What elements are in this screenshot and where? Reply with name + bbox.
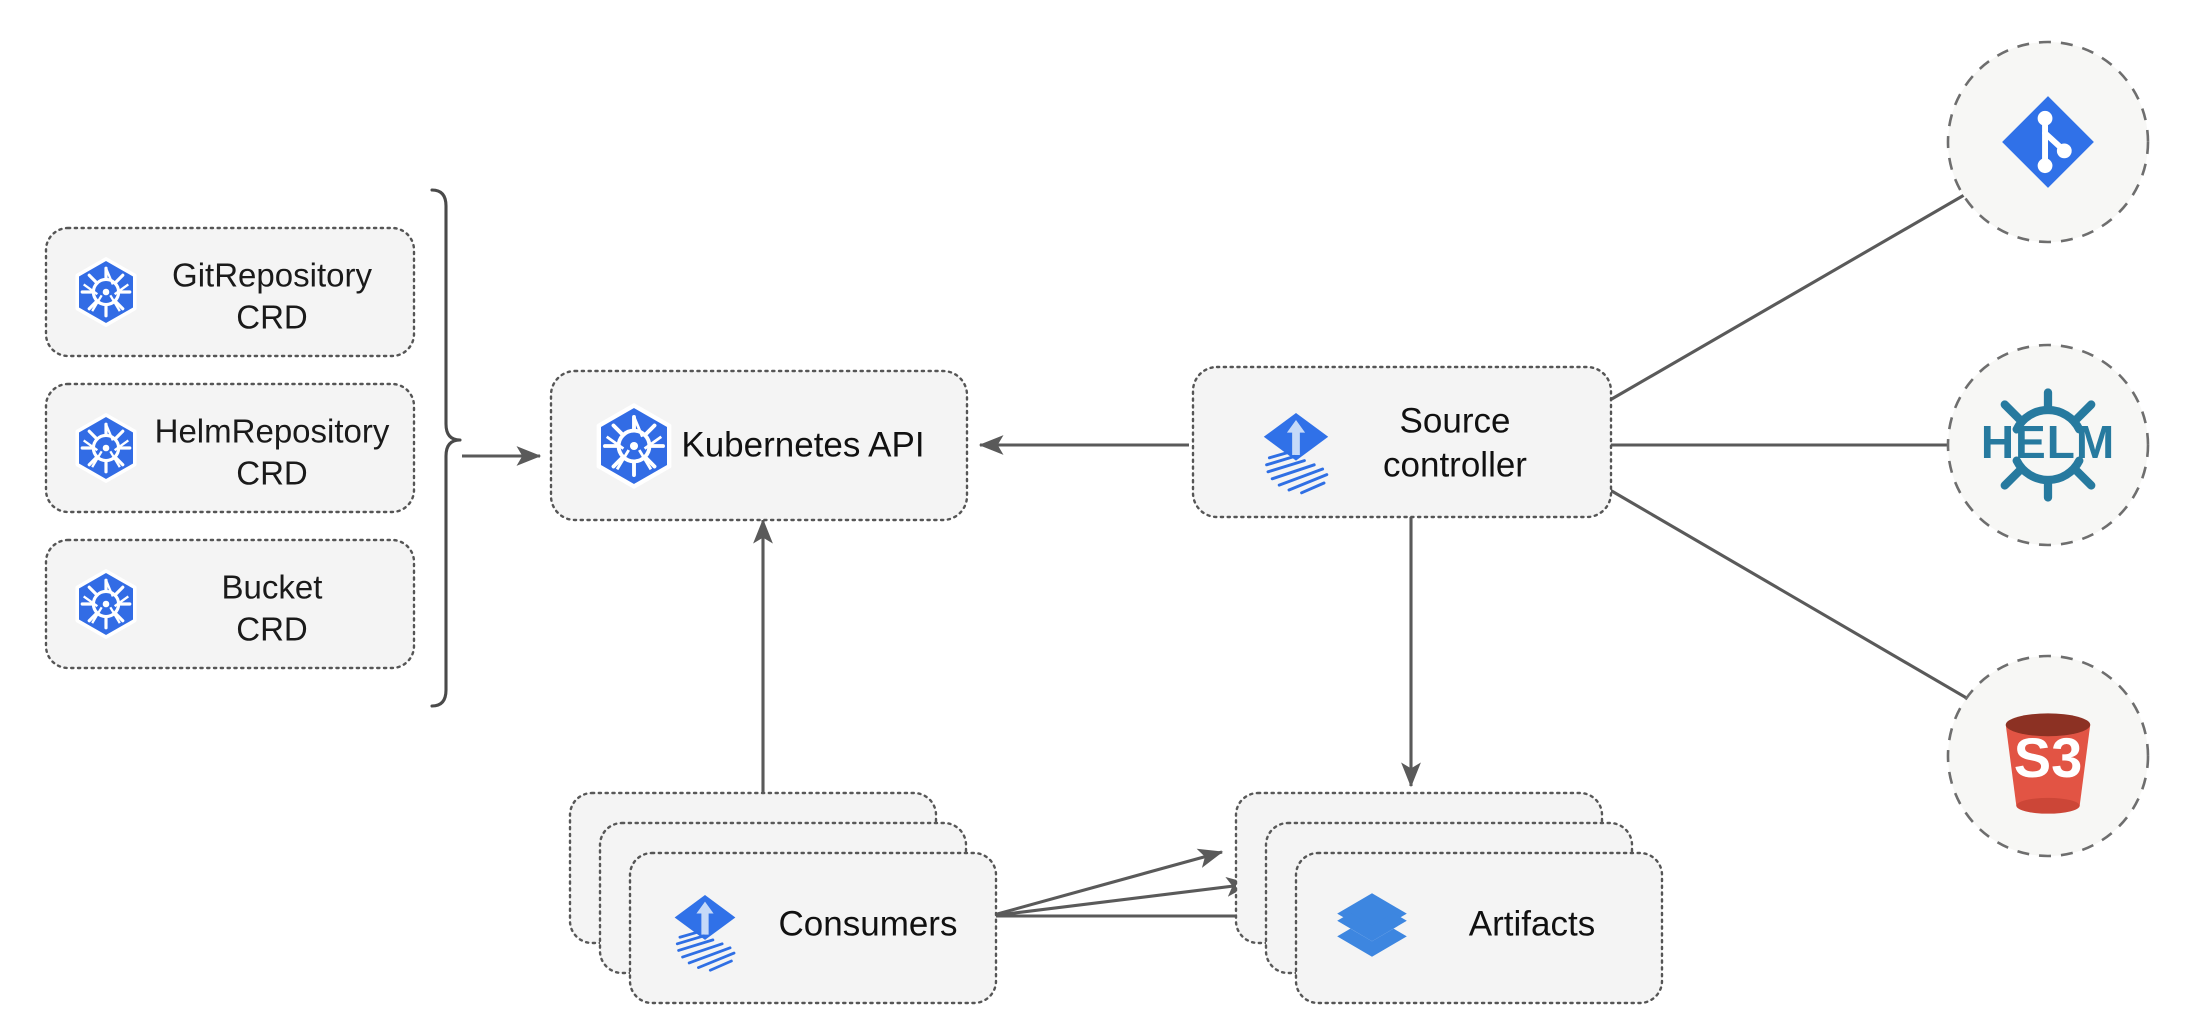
helm-source-circle[interactable] <box>1946 343 2150 547</box>
kubernetes-api-box[interactable] <box>549 369 969 522</box>
kubernetes-icon <box>75 569 137 639</box>
helmrepository-crd-label-line2: CRD <box>236 455 308 492</box>
source-controller-label-line1: Source <box>1400 401 1511 440</box>
s3-source-label: S3 <box>2014 726 2083 789</box>
artifacts-label: Artifacts <box>1469 904 1595 943</box>
node-helmrepository-crd[interactable]: HelmRepository CRD <box>44 382 416 514</box>
node-bucket-crd[interactable]: Bucket CRD <box>44 538 416 670</box>
bucket-crd-box[interactable] <box>44 538 416 670</box>
crd-group: GitRepository CRD HelmRepository CRD Buc… <box>44 188 462 708</box>
node-consumers[interactable]: Consumers <box>568 791 998 1005</box>
node-artifacts[interactable]: Artifacts <box>1234 791 1664 1005</box>
crd-group-bracket <box>430 188 462 708</box>
bucket-crd-label-line2: CRD <box>236 611 308 648</box>
node-s3-source[interactable]: S3 <box>1946 654 2150 858</box>
node-source-controller[interactable]: Source controller <box>1191 365 1613 519</box>
kubernetes-icon <box>75 257 137 327</box>
source-controller-label-line2: controller <box>1383 445 1527 484</box>
consumers-label: Consumers <box>779 904 958 943</box>
source-controller-box[interactable] <box>1191 365 1613 519</box>
node-kubernetes-api[interactable]: Kubernetes API <box>549 369 969 522</box>
node-helm-source[interactable]: HELM <box>1946 343 2150 547</box>
helmrepository-crd-label-line1: HelmRepository <box>155 413 390 450</box>
helm-source-label: HELM <box>1981 416 2115 468</box>
edge-consumers-to-artifacts-top <box>989 848 1224 918</box>
artifacts-box[interactable] <box>1294 851 1664 1005</box>
bucket-crd-label-line1: Bucket <box>222 569 323 606</box>
edge-consumers-to-artifacts-mid <box>989 877 1252 918</box>
gitrepository-crd-label-line1: GitRepository <box>172 257 372 294</box>
gitrepository-crd-box[interactable] <box>44 226 416 358</box>
kubernetes-api-label: Kubernetes API <box>681 425 924 464</box>
gitrepository-crd-label-line2: CRD <box>236 299 308 336</box>
node-gitrepository-crd[interactable]: GitRepository CRD <box>44 226 416 358</box>
node-git-source[interactable] <box>1946 40 2150 244</box>
kubernetes-icon <box>599 406 669 487</box>
kubernetes-icon <box>75 413 137 483</box>
helmrepository-crd-box[interactable] <box>44 382 416 514</box>
